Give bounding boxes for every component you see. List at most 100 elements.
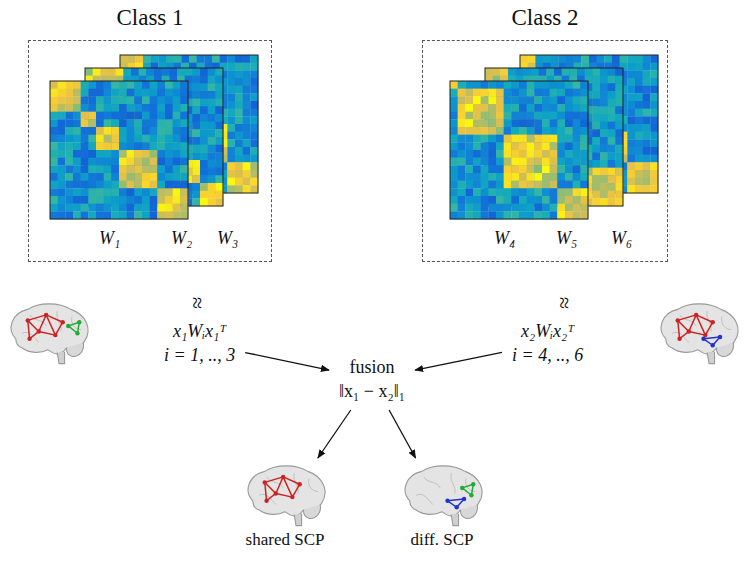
matrix-cell — [150, 104, 158, 112]
matrix-cell — [134, 127, 142, 135]
matrix-cell — [519, 112, 527, 120]
matrix-cell — [73, 119, 81, 127]
matrix-cell — [450, 127, 458, 135]
matrix-cell — [157, 96, 165, 104]
matrix-cell — [608, 152, 616, 160]
matrix-cell — [458, 81, 466, 89]
matrix-cell — [615, 160, 623, 168]
matrix-cell — [127, 135, 135, 143]
matrix-cell — [173, 112, 181, 120]
matrix-cell — [580, 188, 588, 196]
matrix-cell — [527, 211, 535, 219]
matrix-cell — [465, 165, 473, 173]
matrix-cell — [458, 204, 466, 212]
matrix-cell — [200, 99, 208, 107]
matrix-border — [520, 55, 658, 193]
matrix-cell — [215, 183, 223, 191]
matrix-cell — [215, 68, 223, 76]
matrix-cell — [519, 96, 527, 104]
matrix-cell — [111, 81, 119, 89]
matrix-cell — [65, 127, 73, 135]
matrix-cell — [165, 196, 173, 204]
matrix-cell — [119, 211, 127, 219]
matrix-cell — [504, 142, 512, 150]
matrix-cell — [180, 181, 188, 189]
matrix-cell — [635, 178, 643, 186]
matrix-cell — [192, 99, 200, 107]
matrix-cell — [608, 145, 616, 153]
matrix-cell — [519, 104, 527, 112]
matrix-cell — [465, 127, 473, 135]
matrix-cell — [58, 165, 66, 173]
matrix-cell — [165, 173, 173, 181]
matrix-cell — [250, 147, 258, 155]
matrix-cell — [481, 173, 489, 181]
matrix-cell — [165, 96, 173, 104]
matrix-cell — [192, 91, 200, 99]
matrix-cell — [458, 112, 466, 120]
matrix-cell — [465, 211, 473, 219]
matrix-cell — [135, 55, 143, 63]
matrix-cell — [165, 204, 173, 212]
matrix-cell — [81, 112, 89, 120]
matrix-cell — [192, 122, 200, 130]
matrix-cell — [120, 55, 128, 63]
matrix-cell — [180, 142, 188, 150]
matrix-cell — [235, 162, 243, 170]
matrix-cell — [200, 168, 208, 176]
matrix-cell — [534, 188, 542, 196]
matrix-cell — [542, 188, 550, 196]
matrix-cell — [511, 196, 519, 204]
matrix-cell — [119, 112, 127, 120]
matrix-cell — [250, 109, 258, 117]
matrix-cell — [227, 178, 235, 186]
matrix-cell — [50, 173, 58, 181]
matrix-cell — [119, 96, 127, 104]
matrix-cell — [134, 112, 142, 120]
matrix-cell — [519, 211, 527, 219]
matrix-cell — [81, 204, 89, 212]
matrix-cell — [200, 106, 208, 114]
matrix-cell — [243, 139, 251, 147]
matrix-cell — [243, 132, 251, 140]
matrix-cell — [557, 81, 565, 89]
matrix-cell — [73, 204, 81, 212]
matrix-cell — [580, 112, 588, 120]
matrix-cell — [485, 68, 493, 76]
matrix-cell — [608, 175, 616, 183]
matrix-cell — [250, 178, 258, 186]
matrix-cell — [192, 106, 200, 114]
matrix-cell — [504, 196, 512, 204]
matrix-cell — [542, 173, 550, 181]
matrix-cell — [154, 68, 162, 76]
matrix-cell — [458, 211, 466, 219]
matrix-cell — [550, 127, 558, 135]
matrix-cell — [96, 196, 104, 204]
matrix-cell — [250, 55, 258, 63]
matrix-cell — [142, 127, 150, 135]
network-link — [28, 320, 30, 338]
matrix-cell — [127, 150, 135, 158]
matrix-cell — [600, 160, 608, 168]
matrix-cell — [573, 211, 581, 219]
matrix-cell — [565, 196, 573, 204]
matrix-cell — [58, 89, 66, 97]
matrix-cell — [488, 150, 496, 158]
matrix-cell — [635, 139, 643, 147]
matrix-cell — [600, 83, 608, 91]
matrix-cell — [150, 181, 158, 189]
matrix-cell — [550, 135, 558, 143]
matrix-cell — [635, 162, 643, 170]
matrix-cell — [215, 191, 223, 199]
matrix-cell — [496, 142, 504, 150]
matrix-cell — [134, 104, 142, 112]
matrix-cell — [204, 55, 212, 63]
matrix-cell — [227, 155, 235, 163]
matrix-cell — [565, 150, 573, 158]
matrix-cell — [608, 129, 616, 137]
matrix-cell — [511, 112, 519, 120]
matrix-cell — [635, 101, 643, 109]
matrix-cell — [192, 198, 200, 206]
matrix-cell — [157, 135, 165, 143]
